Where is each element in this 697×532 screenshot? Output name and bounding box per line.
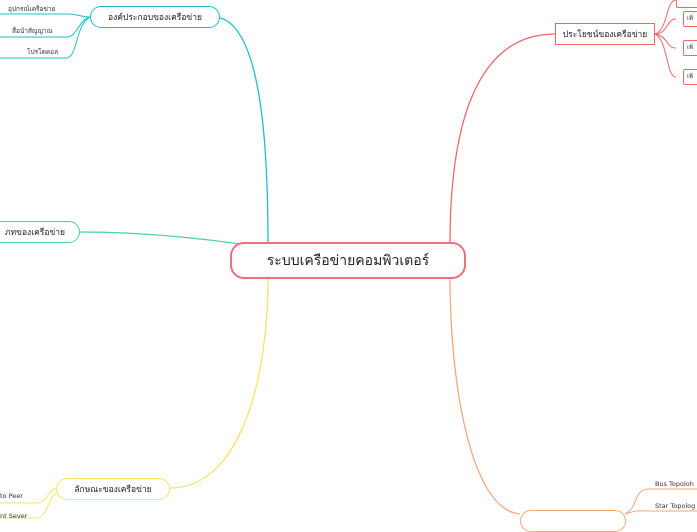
connector-ben-leaf-3 bbox=[654, 33, 677, 78]
connector-ben-leaf-1 bbox=[654, 18, 677, 35]
characteristics-leaf-peer[interactable]: to Peer bbox=[0, 492, 23, 500]
connector-components-leaf-3 bbox=[0, 16, 91, 59]
components-leaf-media[interactable]: สื่อนำสัญญาณ bbox=[12, 27, 53, 35]
connector-components-leaf-1 bbox=[0, 13, 91, 18]
connector-components-leaf-2 bbox=[0, 16, 91, 38]
branch-characteristics[interactable]: ลักษณะของเครือข่าย bbox=[56, 478, 170, 500]
central-topic[interactable]: ระบบเครือข่ายคอมพิวเตอร์ bbox=[230, 242, 466, 279]
connector-char-leaf-1 bbox=[0, 487, 59, 504]
connector-topology bbox=[449, 278, 521, 515]
connector-ben-leaf-2 bbox=[654, 33, 677, 49]
connector-topo-leaf-2 bbox=[624, 510, 697, 515]
branch-types[interactable]: ภทของเครือข่าย bbox=[0, 221, 80, 243]
characteristics-leaf-server[interactable]: nt Sever bbox=[0, 512, 28, 520]
connector-components bbox=[214, 16, 269, 244]
connector-ben-leaf-0 bbox=[654, 0, 677, 35]
connector-char-leaf-2 bbox=[0, 491, 59, 519]
topology-leaf-bus[interactable]: Bus Topoloh bbox=[655, 480, 694, 488]
connector-lines bbox=[0, 0, 697, 519]
benefits-leaf-top[interactable] bbox=[676, 0, 697, 8]
benefits-leaf-1[interactable]: เพิ่ bbox=[683, 11, 697, 27]
branch-components[interactable]: องค์ประกอบของเครือข่าย bbox=[90, 6, 220, 28]
components-leaf-protocol[interactable]: โปรโตคอล bbox=[27, 48, 59, 56]
topology-leaf-star[interactable]: Star Topolog bbox=[655, 502, 696, 510]
branch-topology[interactable] bbox=[520, 510, 626, 532]
connector-characteristics bbox=[169, 278, 269, 489]
benefits-leaf-2[interactable]: เพิ่ bbox=[683, 40, 697, 56]
connector-topo-leaf-1 bbox=[624, 488, 697, 515]
connector-types bbox=[79, 231, 241, 245]
connector-benefits bbox=[449, 33, 556, 244]
benefits-leaf-3[interactable]: เพิ่ bbox=[683, 69, 697, 85]
components-leaf-network-device[interactable]: อุปกรณ์เครือข่าย bbox=[8, 5, 56, 13]
branch-benefits[interactable]: ประโยชน์ของเครือข่าย bbox=[555, 23, 655, 45]
